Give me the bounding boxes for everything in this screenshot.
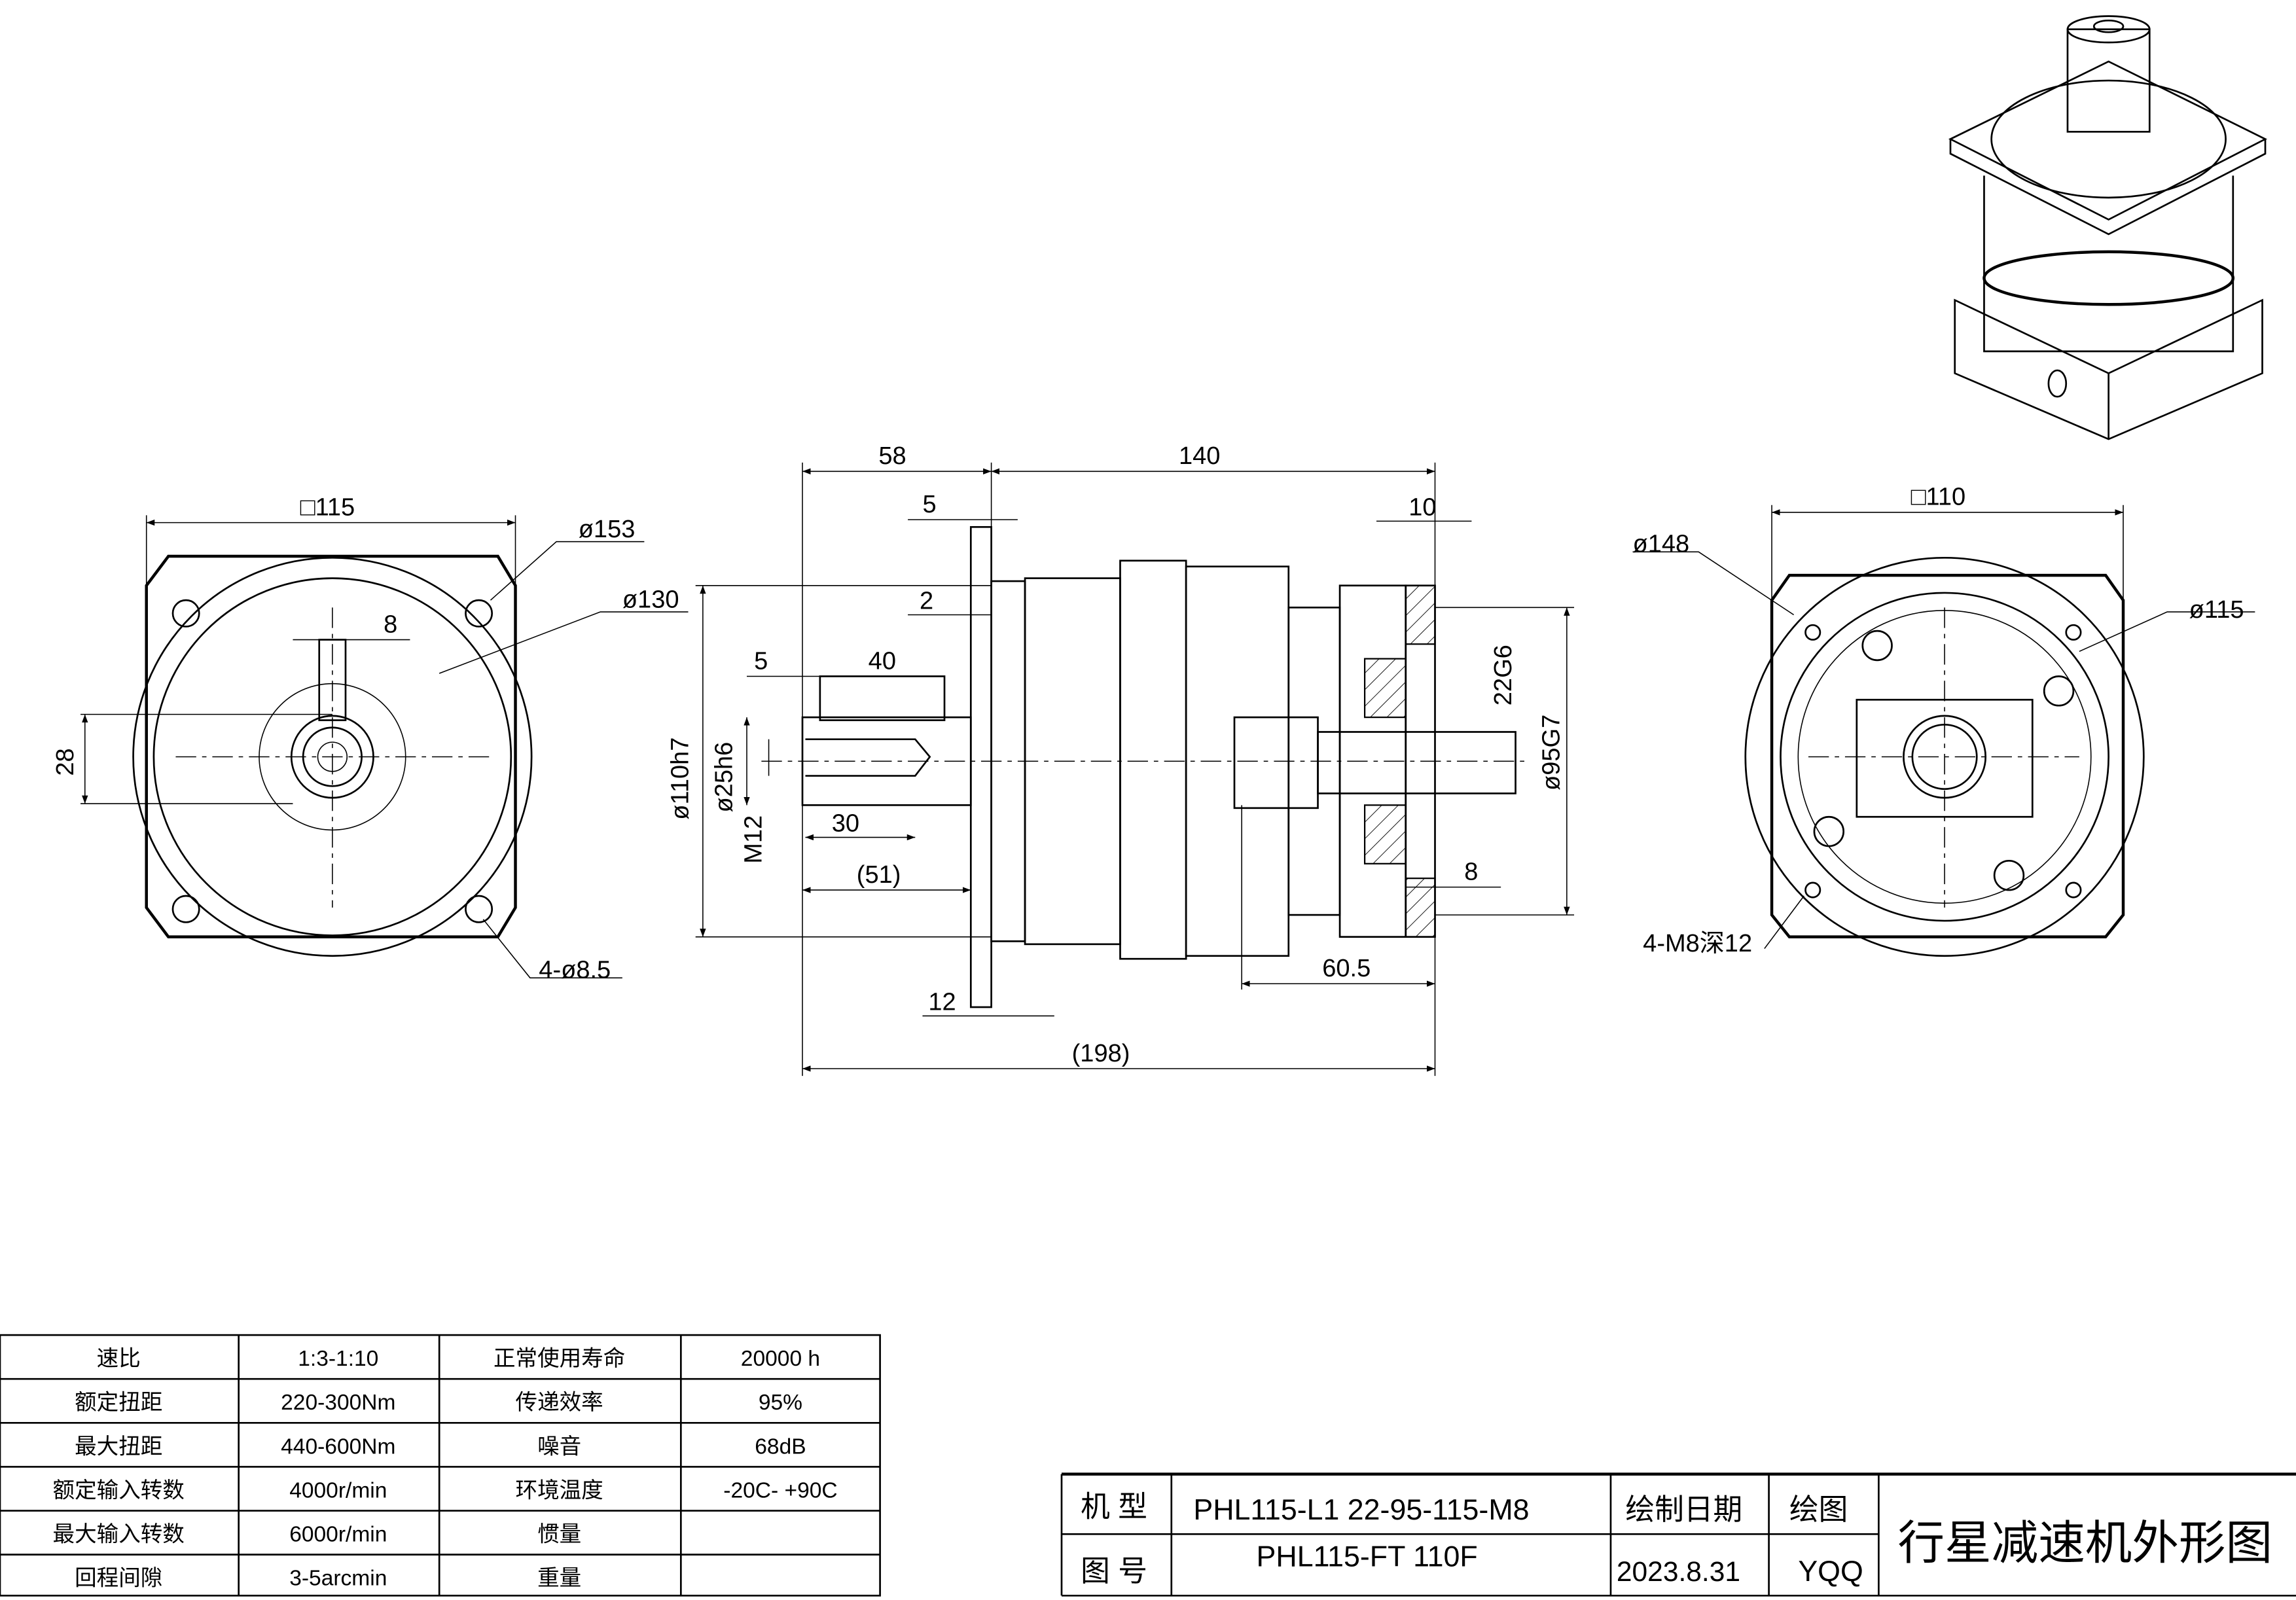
dim-thread-depth: 30 [832,810,859,838]
spec-value: 6000r/min [289,1523,387,1547]
rear-view: □110 ø148 ø115 4-M8深12 [1632,484,2255,957]
spec-label: 最大输入转数 [53,1522,185,1547]
dim-step: 2 [920,588,933,615]
drawing-no-value: PHL115-FT 110F [1257,1540,1478,1573]
dim-flange-thk: 5 [922,491,936,518]
spec-label: 回程间隙 [75,1567,162,1591]
dim-dia-153: ø153 [579,516,636,543]
model-label: 机 型 [1081,1490,1147,1523]
drawing-no-label: 图 号 [1081,1555,1147,1588]
spec-label: 重量 [537,1567,581,1591]
spec-label: 最大扭距 [75,1434,162,1459]
dim-shaft-height: 28 [52,748,79,775]
side-view: 58 140 5 2 10 5 40 ø110h7 ø25h6 M12 30 (… [667,442,1575,1076]
drawing-title: 行星减速机外形图 [1897,1517,2272,1569]
dim-square-115: □115 [300,493,355,521]
dim-input-pilot: ø95G7 [1538,715,1566,791]
dim-shaft-len: (51) [857,861,901,889]
spec-value: 440-600Nm [281,1434,395,1459]
dim-dia-115: ø115 [2189,596,2244,624]
spec-label: 环境温度 [516,1478,603,1502]
title-block: 机 型 PHL115-L1 22-95-115-M8 图 号 PHL115-FT… [1060,1472,2296,1597]
spec-label: 噪音 [537,1434,581,1459]
isometric-view [1948,15,2267,440]
spec-label: 惯量 [537,1522,581,1547]
spec-table: 速比 1:3-1:10 正常使用寿命 20000 h 额定扭距 220-300Nm 传递效率… [0,1334,881,1597]
mounting-holes [171,599,493,923]
date-label: 绘制日期 [1625,1493,1742,1526]
drawer-value: YQQ [1798,1555,1863,1588]
dim-shaft-dia: ø25h6 [711,742,738,813]
spec-value: 68dB [755,1434,806,1459]
model-value: PHL115-L1 22-95-115-M8 [1193,1493,1529,1526]
date-value: 2023.8.31 [1617,1557,1740,1588]
dim-total-len: (198) [1072,1040,1130,1067]
dim-len-58: 58 [878,442,906,470]
dim-square-110: □110 [1911,484,1966,511]
dim-thread: M12 [740,815,767,864]
spec-label: 速比 [97,1347,141,1371]
spec-value: 4000r/min [289,1478,387,1502]
spec-value: 95% [759,1391,802,1415]
dim-pilot: ø110h7 [667,738,694,820]
dim-adapter-thk: 10 [1408,493,1436,521]
dim-tapped-holes: 4-M8深12 [1643,930,1752,957]
dim-len-140: 140 [1179,442,1220,470]
spec-label: 额定输入转数 [53,1478,185,1502]
spec-value: 3-5arcmin [289,1567,387,1591]
dim-input-len: 60.5 [1322,955,1371,982]
spec-label: 传递效率 [516,1390,603,1415]
spec-label: 额定扭距 [75,1390,162,1415]
drawer-label: 绘图 [1789,1493,1848,1526]
spec-label: 正常使用寿命 [493,1346,625,1371]
dim-flange-ref: 12 [928,989,956,1016]
spec-value: 20000 h [741,1347,820,1371]
dim-dia-130: ø130 [622,586,679,613]
dim-input-bore: 22G6 [1490,645,1517,705]
front-view: □115 ø153 ø130 8 28 4-ø8.5 [52,493,689,984]
dim-mounting-holes: 4-ø8.5 [539,956,611,984]
dim-key-width: 8 [384,611,397,638]
spec-value: 220-300Nm [281,1391,395,1415]
spec-value: 1:3-1:10 [298,1347,378,1371]
dim-key-offset: 5 [754,647,768,675]
dim-input-depth: 8 [1464,858,1478,885]
spec-value: -20C- +90C [723,1478,837,1502]
dim-dia-148: ø148 [1633,530,1690,558]
dim-key-len: 40 [869,647,896,675]
